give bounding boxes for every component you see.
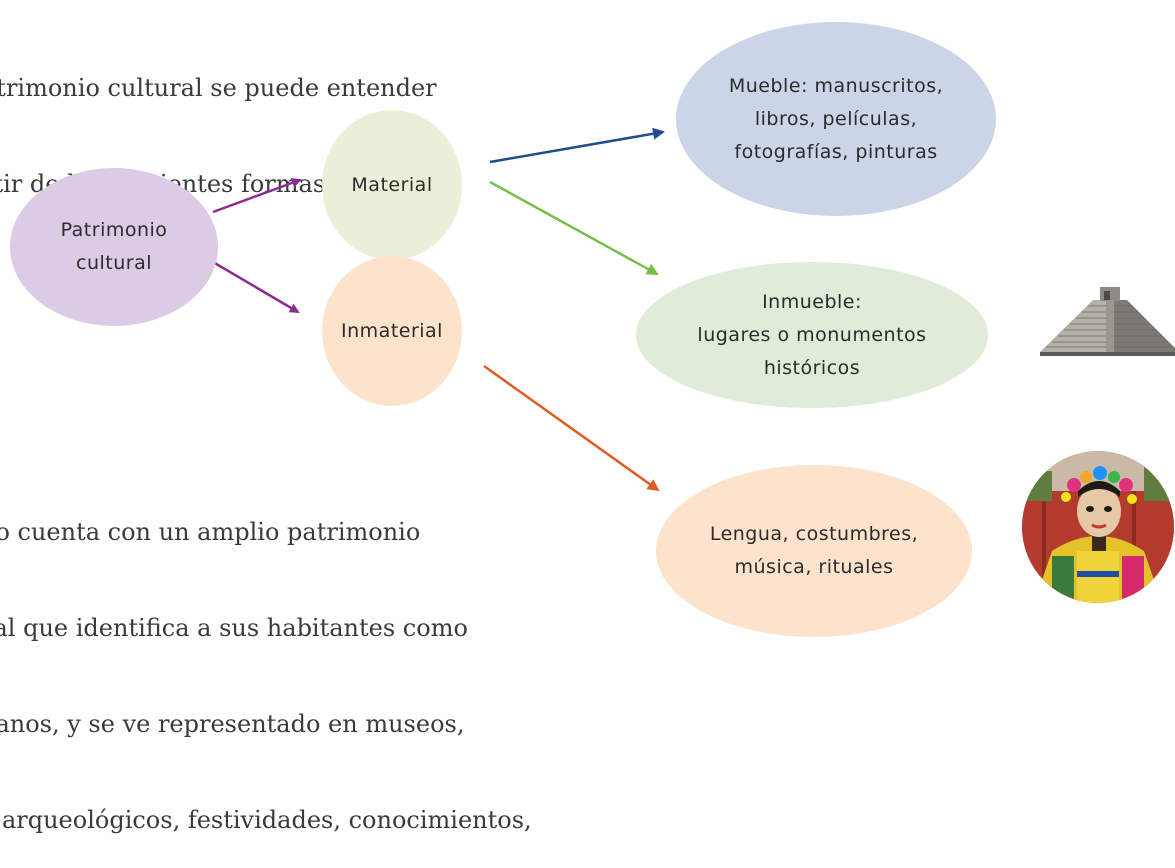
node-label: lugares o monumentos [697, 323, 927, 346]
node-label: Inmaterial [341, 319, 443, 342]
diagram-arrows [212, 127, 665, 492]
intro-line: atrimonio cultural se puede entender [0, 74, 437, 102]
node-label: música, rituales [734, 556, 894, 578]
body-line: canos, y se ve representado en museos, [0, 710, 465, 738]
node-label: Patrimonio [60, 219, 168, 241]
node-material: Material [322, 110, 462, 260]
node-mueble: Mueble: manuscritos, libros, películas, … [676, 22, 996, 216]
body-line: co cuenta con un amplio patrimonio [0, 518, 421, 546]
festival-mask-photo [1022, 451, 1174, 603]
body-line: ral que identifica a sus habitantes como [0, 614, 468, 642]
node-label: Mueble: manuscritos, [728, 74, 944, 97]
arrow-patrimonio-to-inmaterial [212, 260, 300, 314]
arrow-material-to-mueble [489, 127, 665, 164]
node-label: Lengua, costumbres, [709, 523, 919, 545]
body-text: co cuenta con un amplio patrimonio ral q… [0, 452, 532, 868]
node-label: fotografías, pinturas [734, 140, 938, 163]
node-label: cultural [76, 252, 152, 274]
arrow-inmaterial-to-lengua [483, 364, 660, 492]
node-inmueble: Inmueble: lugares o monumentos histórico… [636, 262, 988, 408]
arrow-material-to-inmueble [489, 180, 659, 276]
node-label: Inmueble: [762, 290, 862, 313]
node-inmaterial: Inmaterial [322, 256, 462, 406]
arrow-patrimonio-to-material [212, 178, 302, 214]
node-label: históricos [763, 356, 861, 379]
body-line: s arqueológicos, festividades, conocimie… [0, 806, 532, 834]
pyramid-image [1040, 287, 1175, 356]
node-label: libros, películas, [754, 107, 918, 130]
node-lengua: Lengua, costumbres, música, rituales [656, 465, 972, 637]
node-patrimonio-cultural: Patrimonio cultural [10, 168, 218, 326]
node-label: Material [351, 173, 433, 196]
